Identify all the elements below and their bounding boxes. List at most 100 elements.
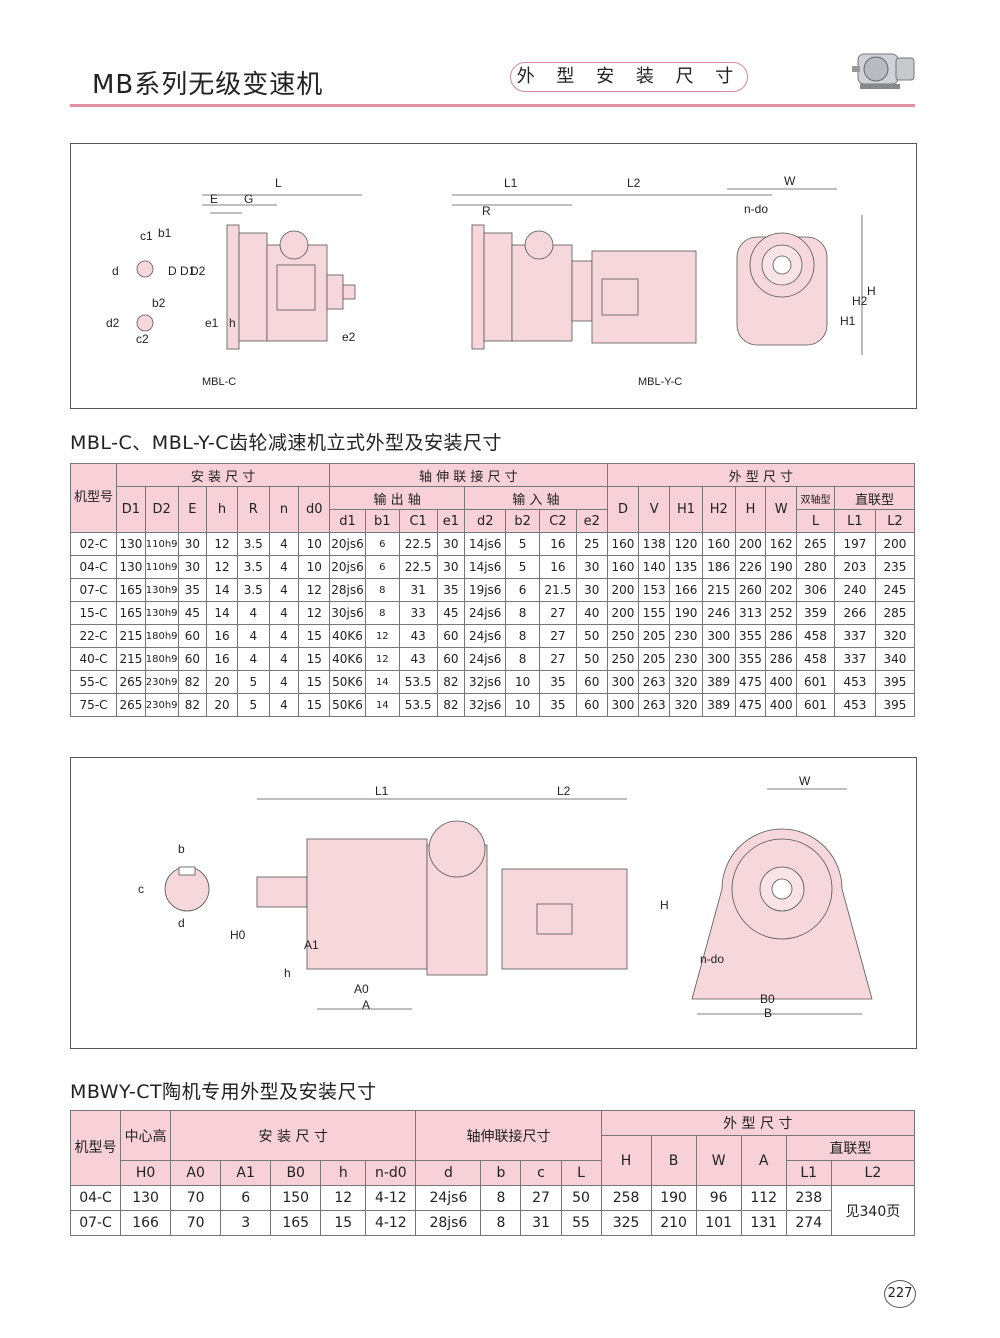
table1-cell: 30	[436, 555, 466, 579]
fig1-label-W: W	[784, 174, 796, 188]
table1-cell: 130	[116, 532, 146, 556]
table1-cell: 110h9	[144, 555, 179, 579]
drawing-mbwy-ct: L1 L2 W b c d H0 H A1 h A0 A n-do B0 B	[138, 774, 873, 1020]
table1-cell: 453	[833, 670, 876, 694]
table2-cell: 07-C	[69, 1210, 122, 1236]
section-label: 外 型 安 装 尺 寸	[510, 62, 748, 92]
table1-cell: 4	[268, 578, 300, 602]
table1-col: H1	[669, 486, 703, 533]
table1-cell: 453	[833, 693, 876, 717]
table1-cell: 40K6	[329, 647, 366, 671]
table1-cell: 355	[734, 624, 767, 648]
table2: 机型号 中心高 安 装 尺 寸 轴伸联接尺寸 外 型 尺 寸 H B W A 直…	[69, 1110, 916, 1236]
table2-col: A1	[220, 1160, 272, 1186]
fig2-label-W: W	[799, 774, 811, 788]
table1-cell: 31	[398, 578, 438, 602]
table2-col: W	[695, 1135, 742, 1186]
fig2-label-A1: A1	[304, 938, 319, 952]
table1-cell: 337	[833, 647, 876, 671]
table1-cell: 6	[364, 555, 400, 579]
table1-col: h	[206, 486, 238, 533]
table-row: 04-C 130 70 6 150 12 4-12 24js6 8 27 50 …	[69, 1185, 916, 1236]
table1-cell: 82	[436, 693, 466, 717]
table1-cell: 4	[236, 647, 270, 671]
table1-cell: 263	[638, 693, 671, 717]
table1-cell: 16	[206, 647, 238, 671]
table1-cell: 165	[116, 601, 146, 625]
table1-cell: 30js6	[329, 601, 366, 625]
table1-col: d2	[464, 509, 507, 533]
table1-cell: 16	[538, 532, 577, 556]
table1-col: V	[638, 486, 671, 533]
table1-group-output: 输 出 轴	[329, 486, 466, 510]
table1-cell: 40-C	[69, 647, 118, 671]
table1-col: D2	[144, 486, 179, 533]
table1-cell: 265	[796, 532, 835, 556]
table1-cell: 43	[398, 624, 438, 648]
table-row: 07-C 166 70 3 165 15 4-12 28js6 8 31 55 …	[69, 1210, 915, 1236]
table1-cell: 202	[765, 578, 798, 602]
table1-cell: 60	[177, 624, 208, 648]
table1-cell: 27	[538, 601, 577, 625]
table1-cell: 200	[606, 578, 640, 602]
table1-cell: 19js6	[464, 578, 507, 602]
table1-cell: 50K6	[329, 693, 366, 717]
table1-cell: 55-C	[69, 670, 118, 694]
table1-cell: 35	[538, 670, 577, 694]
table1-cell: 205	[638, 624, 671, 648]
table1-cell: 155	[638, 601, 671, 625]
table1-group-input: 输 入 轴	[464, 486, 608, 510]
table2-title: MBWY-CT陶机专用外型及安装尺寸	[70, 1081, 377, 1103]
table2-col: B0	[270, 1160, 322, 1186]
table1-group-direct: 直联型	[833, 486, 916, 510]
table1-cell: 389	[701, 693, 736, 717]
table2-col: H	[600, 1135, 652, 1186]
table1-cell: 400	[765, 670, 798, 694]
fig1-label-c1: c1	[140, 229, 153, 243]
table2-col: L1	[785, 1160, 832, 1186]
table1-cell: 35	[538, 693, 577, 717]
table1-cell: 300	[701, 647, 736, 671]
table1-col: d0	[298, 486, 331, 533]
table1-cell: 16	[538, 555, 577, 579]
table1-cell: 252	[765, 601, 798, 625]
table1-cell: 60	[177, 647, 208, 671]
table2-col: L	[560, 1160, 602, 1186]
page-title: MB系列无级变速机	[92, 70, 324, 100]
table1-cell: 30	[436, 532, 466, 556]
table1-cell: 21.5	[538, 578, 577, 602]
table2-cell: 8	[480, 1210, 522, 1236]
table1-title: MBL-C、MBL-Y-C齿轮减速机立式外型及安装尺寸	[70, 432, 503, 454]
table1-col: L1	[833, 509, 876, 533]
table1-col: L2	[874, 509, 916, 533]
table1-cell: 04-C	[69, 555, 118, 579]
table2-col: L2	[830, 1160, 916, 1186]
table1-cell: 35	[177, 578, 208, 602]
table2-group-direct: 直联型	[785, 1135, 916, 1161]
fig2-label-A0: A0	[354, 982, 369, 996]
table1-cell: 355	[734, 647, 767, 671]
table1-cell: 320	[669, 693, 703, 717]
fig2-label-h: h	[284, 966, 291, 980]
fig1-label-L1: L1	[504, 176, 518, 190]
table1-cell: 50K6	[329, 670, 366, 694]
table1-cell: 246	[701, 601, 736, 625]
table2-cell: 27	[520, 1185, 562, 1211]
table2-cell: 28js6	[415, 1210, 482, 1236]
fig2-label-B: B	[764, 1006, 772, 1020]
table2-col: d	[415, 1160, 482, 1186]
table1-col: R	[236, 486, 270, 533]
table1-cell: 190	[765, 555, 798, 579]
fig1-label-H: H	[867, 284, 876, 298]
table1-cell: 110h9	[144, 532, 179, 556]
table2-cell: 4-12	[365, 1185, 417, 1211]
table1-cell: 6	[505, 578, 540, 602]
table2-cell: 258	[600, 1185, 652, 1211]
table1-cell: 203	[833, 555, 876, 579]
table1-cell: 12	[206, 532, 238, 556]
table1-cell: 30	[177, 532, 208, 556]
table1-cell: 45	[177, 601, 208, 625]
table2-col: B	[650, 1135, 697, 1186]
